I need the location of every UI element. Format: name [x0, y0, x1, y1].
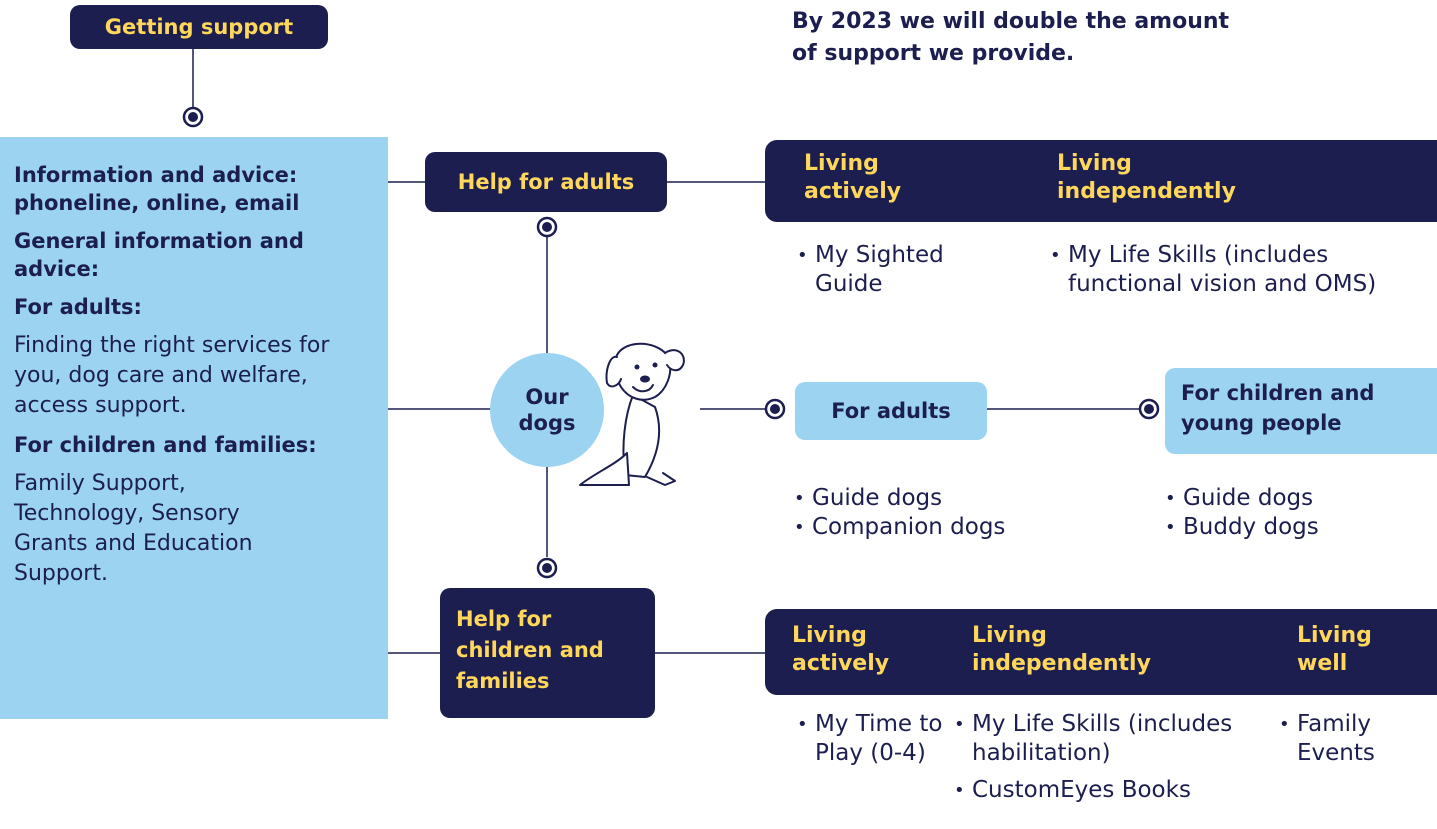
dogs-for-children-label: For children and young people — [1181, 381, 1375, 435]
help-children-pill: Help for children and families — [440, 588, 655, 718]
info-line: For adults: — [14, 295, 142, 319]
list-item: Family Events — [1277, 710, 1417, 768]
dogs-for-adults-items: Guide dogs Companion dogs — [792, 484, 1052, 542]
help-adults-label: Help for adults — [457, 170, 635, 194]
help-children-banner — [765, 609, 1437, 695]
adults-col-heading: Living actively — [804, 151, 902, 204]
title-pill: Getting support — [70, 5, 328, 49]
info-line: Finding the right services for you, dog … — [14, 333, 330, 418]
dog-illustration — [579, 342, 685, 486]
list-item: My Time to Play (0-4) — [795, 710, 945, 768]
title-label: Getting support — [104, 15, 294, 39]
children-col-heading: Living well — [1297, 623, 1372, 676]
info-panel: Information and advice: phoneline, onlin… — [0, 137, 388, 719]
dogs-for-adults-pill: For adults — [795, 382, 987, 440]
help-children-label: Help for children and families — [456, 607, 604, 693]
adults-col-items: My Sighted Guide — [795, 241, 995, 299]
children-col-items: Family Events — [1277, 710, 1417, 768]
goal-text: By 2023 we will double the amount of sup… — [792, 9, 1230, 66]
info-line: Family Support, Technology, Sensory Gran… — [14, 471, 253, 586]
adults-col-heading: Living independently — [1057, 151, 1236, 204]
our-dogs-hub: Our dogs — [490, 353, 604, 467]
info-line: Information and advice: phoneline, onlin… — [14, 163, 300, 215]
help-adults-banner — [765, 140, 1437, 222]
dogs-for-children-items: Guide dogs Buddy dogs — [1163, 484, 1403, 542]
our-dogs-label: Our dogs — [518, 385, 576, 435]
list-item: Companion dogs — [792, 513, 1052, 542]
dogs-for-adults-label: For adults — [831, 399, 951, 423]
list-item: Guide dogs — [1163, 484, 1403, 513]
list-item: Guide dogs — [792, 484, 1052, 513]
children-col-items: My Life Skills (includes habilitation) C… — [952, 710, 1252, 805]
children-col-heading: Living actively — [792, 623, 890, 676]
help-adults-pill: Help for adults — [425, 152, 667, 212]
children-col-heading: Living independently — [972, 623, 1151, 676]
info-line: For children and families: — [14, 433, 317, 457]
list-item: Buddy dogs — [1163, 513, 1403, 542]
info-line: General information and advice: — [14, 229, 304, 281]
list-item: CustomEyes Books — [952, 776, 1252, 805]
dogs-for-children-pill: For children and young people — [1165, 368, 1437, 454]
list-item: My Life Skills (includes functional visi… — [1048, 241, 1437, 299]
list-item: My Life Skills (includes habilitation) — [952, 710, 1252, 768]
list-item: My Sighted Guide — [795, 241, 995, 299]
children-col-items: My Time to Play (0-4) — [795, 710, 945, 768]
adults-col-items: My Life Skills (includes functional visi… — [1048, 241, 1437, 299]
